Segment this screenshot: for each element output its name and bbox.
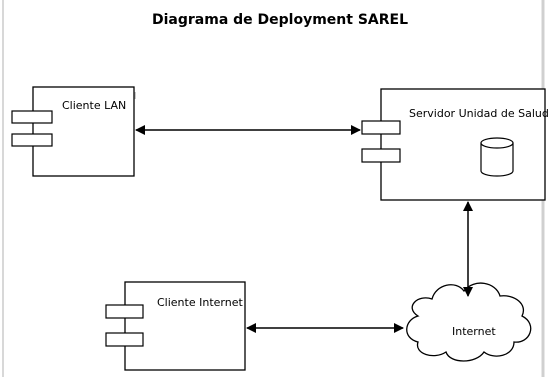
diagram-title: Diagrama de Deployment SAREL <box>152 12 408 28</box>
node-box <box>32 86 135 177</box>
node-internet-cloud[interactable]: Internet <box>406 282 532 362</box>
component-port-bottom <box>11 133 53 147</box>
node-box <box>380 88 546 201</box>
node-label-servidor: Servidor Unidad de Salud <box>409 107 548 120</box>
node-cliente-lan[interactable]: Cliente LAN <box>11 86 136 177</box>
node-servidor[interactable]: Servidor Unidad de Salud <box>361 88 548 201</box>
node-label-internet: Internet <box>452 325 496 338</box>
node-cliente-internet[interactable]: Cliente Internet <box>105 281 246 371</box>
database-icon <box>480 137 514 177</box>
component-port-top <box>11 110 53 124</box>
component-port-top <box>361 120 401 135</box>
node-label-cliente-internet: Cliente Internet <box>157 296 243 309</box>
node-label-cliente-lan: Cliente LAN <box>62 99 126 112</box>
node-box <box>124 281 246 371</box>
cloud-icon <box>406 282 532 362</box>
component-port-top <box>105 304 144 319</box>
component-port-bottom <box>361 148 401 163</box>
component-port-bottom <box>105 332 144 347</box>
